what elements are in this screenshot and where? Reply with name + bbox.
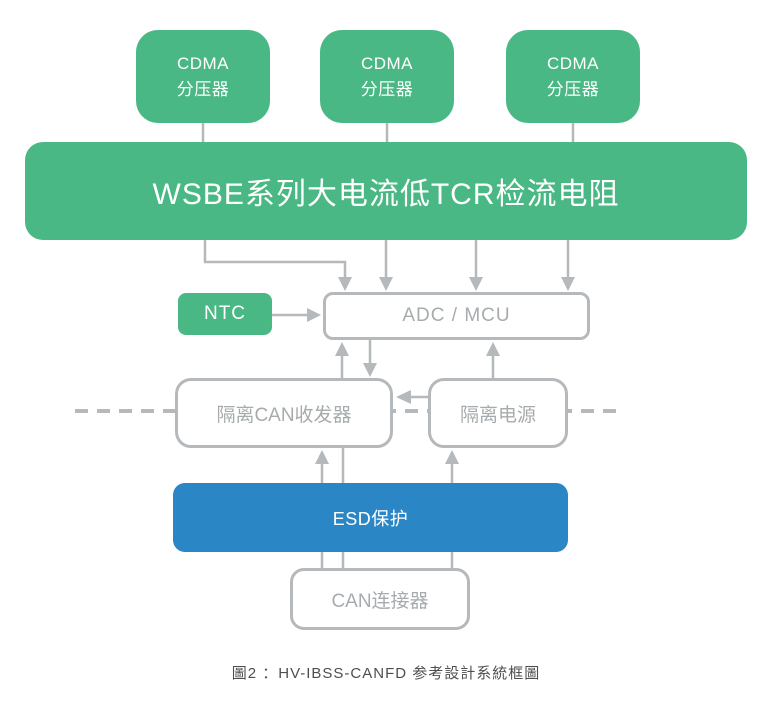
arrowhead-down-adc-4	[561, 277, 575, 291]
block-label: ESD保护	[332, 508, 409, 529]
block-label: WSBE系列大电流低TCR检流电阻	[152, 178, 620, 211]
figure-caption: 圖2 ：HV-IBSS-CANFD 参考設計系統框圖	[231, 665, 541, 682]
connector-wsbe-adc-1	[203, 240, 347, 278]
arrowhead-down-adc-1	[338, 277, 352, 291]
arrowhead-up-power-adc	[486, 342, 500, 356]
block-label: 隔离CAN收发器	[216, 404, 352, 426]
block-label: 分压器	[360, 79, 414, 99]
block-isolated-can-transceiver: 隔离CAN收发器	[175, 378, 393, 448]
block-label: 分压器	[176, 79, 230, 99]
block-can-connector: CAN连接器	[290, 568, 470, 630]
arrowhead-up-esd-power	[445, 450, 459, 464]
arrowhead-right-ntc-adc	[307, 308, 321, 322]
block-label: CDMA	[360, 54, 414, 73]
arrowhead-down-adc-3	[469, 277, 483, 291]
block-label: 分压器	[546, 79, 600, 99]
block-isolated-power: 隔离电源	[428, 378, 568, 448]
block-adc-mcu: ADC / MCU	[323, 292, 590, 340]
arrowhead-up-xcvr-adc	[335, 342, 349, 356]
block-cdma-divider-3: CDMA 分压器	[506, 30, 640, 123]
block-ntc: NTC	[178, 293, 272, 335]
block-label: CDMA	[546, 54, 600, 73]
block-label: NTC	[203, 303, 247, 324]
block-label: 隔离电源	[459, 404, 536, 426]
block-label: CAN连接器	[331, 590, 429, 612]
block-label: ADC / MCU	[402, 305, 511, 326]
arrowhead-up-esd-xcvr	[315, 450, 329, 464]
block-wsbe-shunt-resistor: WSBE系列大电流低TCR检流电阻	[25, 142, 747, 240]
arrowhead-down-adc-xcvr	[363, 363, 377, 377]
block-cdma-divider-1: CDMA 分压器	[136, 30, 270, 123]
block-cdma-divider-2: CDMA 分压器	[320, 30, 454, 123]
block-esd-protection: ESD保护	[173, 483, 568, 552]
arrowhead-down-adc-2	[379, 277, 393, 291]
block-label: CDMA	[176, 54, 230, 73]
arrowhead-left-power-xcvr	[396, 390, 411, 404]
